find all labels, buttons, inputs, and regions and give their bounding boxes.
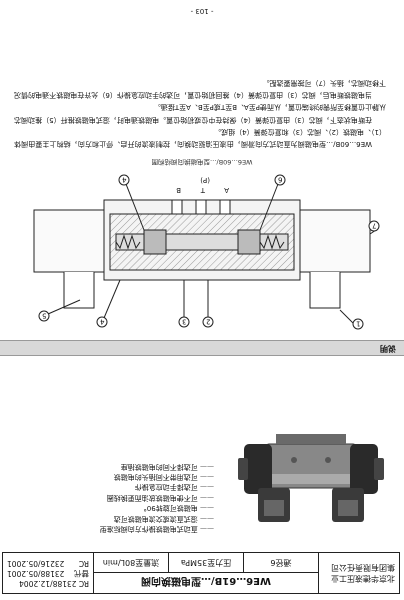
callout-1: 1 [356,320,360,328]
spec-row: 通径6 压力至35MPa 流量至80L/min [94,553,318,572]
valve-section-diagram: 1 2 3 4 5 6 4 7 A T B (P) [33,174,380,330]
feature-item: 可选择不同的电磁铁插座 [14,461,214,471]
description-paragraph: 当电磁铁断电后，阀芯（3）由复位弹簧（4）推回初始位置，可选的手动应急操作（6）… [14,78,386,100]
page-number: - 103 - [190,7,214,15]
diagram-caption: WE6…60B/…型电磁换向阀结构图 [151,158,253,166]
port-b: B [176,186,181,194]
feature-item: 直动式电磁铁操作方向阀标准型 [14,524,214,534]
feature-item: 可选用带不同插头的电磁铁 [14,472,214,482]
description-paragraph: 在断电状态下，阀芯（3）由复位弹簧（4）保持在中位或初始位置。电磁铁通电时，湿式… [14,103,386,124]
callout-3: 3 [182,318,186,326]
port-a: A [224,186,229,194]
port-p: (P) [200,176,210,184]
company-line-1: 北京华德液压工业 [331,574,395,583]
replace-label: 替代RC [74,559,89,578]
code-top: RC 23188/12.2004 [19,579,89,588]
section-label: 说明 [380,344,396,353]
valve-photo [238,434,384,522]
spec-pressure: 压力至35MPa [168,553,243,572]
callout-8: 7 [372,222,376,230]
spec-flow: 流量至80L/min [102,558,160,567]
title-block: WE6…61B/…型电磁换向阀 通径6 压力至35MPa 流量至80L/min [93,553,318,593]
feature-item: 可不使电磁铁放油而更换线圈 [14,492,214,502]
port-t: T [200,186,206,194]
replace-code-2: 23216/05.2001 [7,559,65,568]
feature-item: 湿式直流或交流电磁铁可选 [14,513,214,523]
callout-6: 6 [278,176,283,184]
spec-size: 通径6 [243,553,318,572]
code-block: RC 23188/12.2004 替代RC 23188/05.2001 2321… [3,553,93,593]
feature-item: 电磁铁可旋转90° [14,503,214,513]
company-name: 北京华德液压工业 集团有限责任公司 [318,553,399,593]
callout-2: 2 [206,318,210,326]
header-table: 北京华德液压工业 集团有限责任公司 WE6…61B/…型电磁换向阀 通径6 压力… [2,552,400,594]
company-line-2: 集团有限责任公司 [331,563,395,572]
description-paragraph: WE6…60B/…型电磁阀为直动式方向滑阀，由液压油驱动换向，控制液流的开启、停… [14,127,386,148]
feature-item: 可选择手动应急操作 [14,482,214,492]
description: WE6…60B/…型电磁阀为直动式方向滑阀，由液压油驱动换向，控制液流的开启、停… [14,77,386,150]
replace-code-1: 23188/05.2001 [7,569,65,578]
section-bar: 说明 [0,340,404,356]
callout-7: 4 [122,176,127,184]
callout-4: 4 [100,318,105,326]
feature-list: 直动式电磁铁操作方向阀标准型 湿式直流或交流电磁铁可选 电磁铁可旋转90° 可不… [14,461,214,534]
callout-5: 5 [42,312,46,320]
product-title: WE6…61B/…型电磁换向阀 [94,572,318,593]
